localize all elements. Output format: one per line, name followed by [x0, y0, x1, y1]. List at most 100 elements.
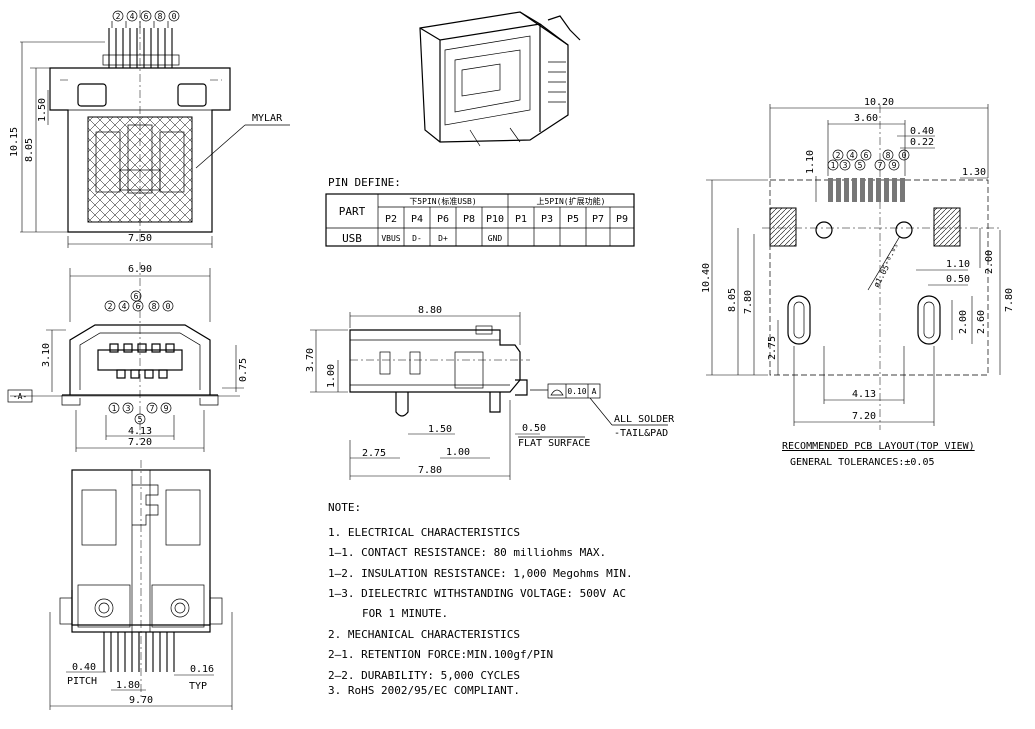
svg-text:2: 2 [108, 302, 113, 311]
side-view: 6 2 4 6 8 0 1 3 5 7 9 6.90 3.10 0.75 4.1… [7, 262, 249, 452]
svg-text:8: 8 [152, 302, 157, 311]
svg-text:8: 8 [158, 12, 163, 21]
side-pin-number-0: 0 [162, 300, 174, 312]
pcb-pin-number-0: 0 [898, 149, 910, 161]
dim-bottom-span: 1.80 [116, 680, 140, 691]
svg-text:2: 2 [836, 151, 841, 160]
pcb-tolerances: GENERAL TOLERANCES:±0.05 [790, 457, 935, 468]
pin-header-p3: P3 [541, 214, 553, 225]
datum-a-label: -A- [13, 392, 27, 401]
side-pin-number-3: 3 [122, 402, 134, 414]
tolerance-datum: A [592, 387, 597, 396]
side-pin-number-5: 5 [134, 413, 146, 425]
pcb-dim-413: 4.13 [852, 389, 876, 400]
pin-header-p8: P8 [463, 214, 475, 225]
part-label: PART [339, 205, 366, 218]
dim-typ: 0.16 [190, 664, 214, 675]
pcb-caption: RECOMMENDED PCB LAYOUT(TOP VIEW) [782, 441, 975, 452]
pcb-dim-780-right: 7.80 [1004, 288, 1015, 312]
pcb-dim-022: 0.22 [910, 137, 934, 148]
svg-text:7: 7 [150, 404, 155, 413]
pcb-dim-110-top: 1.10 [805, 150, 816, 174]
tolerance-value: 0.10 [567, 387, 586, 396]
solder-note-line-1: ALL SOLDER [614, 414, 675, 425]
side-pin-number-8: 8 [148, 300, 160, 312]
note-line-9: 3. RoHS 2002/95/EC COMPLIANT. [328, 684, 520, 697]
dim-pitch: 0.40 [72, 662, 96, 673]
pcb-dim-360: 3.60 [854, 113, 878, 124]
pcb-dim-200-slot: 2.00 [958, 310, 969, 334]
dim-profile-780: 7.80 [418, 465, 442, 476]
dim-profile-height: 3.70 [305, 348, 316, 372]
pin-define-title: PIN DEFINE: [328, 176, 401, 189]
note-line-1: 1. ELECTRICAL CHARACTERISTICS [328, 526, 520, 539]
notes-title: NOTE: [328, 501, 361, 514]
pcb-pad-right [933, 207, 961, 247]
svg-text:9: 9 [892, 161, 897, 170]
side-pin-number-2: 2 [104, 300, 116, 312]
pcb-pin-number-4: 4 [846, 149, 858, 161]
pcb-dim-720: 7.20 [852, 411, 876, 422]
side-pin-number-4: 4 [118, 300, 130, 312]
svg-text:0: 0 [902, 151, 907, 160]
pcb-dim-1040: 10.40 [701, 263, 712, 293]
pcb-signal-pads [828, 178, 905, 202]
note-line-6: 2. MECHANICAL CHARACTERISTICS [328, 628, 520, 641]
svg-text:6: 6 [136, 302, 141, 311]
front-pin-number-2: 2 [112, 10, 124, 22]
dim-side-width-top: 6.90 [128, 264, 152, 275]
svg-text:4: 4 [850, 151, 855, 160]
pitch-label: PITCH [67, 676, 97, 687]
side-pin-number-1: 1 [108, 402, 120, 414]
pcb-pin-number-9: 9 [888, 159, 900, 171]
side-pin-number-6: 6 [130, 290, 142, 302]
pcb-dim-780-left: 7.80 [743, 290, 754, 314]
pcb-dim-200-right: 2.00 [984, 250, 995, 274]
dim-body-height: 8.05 [24, 138, 35, 162]
pcb-dim-805: 8.05 [727, 288, 738, 312]
profile-view: 8.80 3.70 1.00 1.50 2.75 1.00 7.80 0.50 … [305, 305, 675, 480]
pcb-pin-number-6: 6 [860, 149, 872, 161]
dim-profile-150: 1.50 [428, 424, 452, 435]
svg-text:6: 6 [134, 292, 139, 301]
front-view: 2 4 6 8 0 10.15 8.05 1.50 7.50 [9, 10, 290, 248]
front-pin-number-0: 0 [168, 10, 180, 22]
pin-header-p7: P7 [592, 214, 604, 225]
dim-tab: 1.50 [37, 98, 48, 122]
note-line-2: 1–1. CONTACT RESISTANCE: 80 milliohms MA… [328, 546, 606, 559]
svg-text:4: 4 [130, 12, 135, 21]
svg-text:1: 1 [831, 161, 836, 170]
side-pin-number-7: 7 [146, 402, 158, 414]
typ-label: TYP [189, 681, 207, 692]
pcb-pin-number-2: 2 [832, 149, 844, 161]
pin-header-p9: P9 [616, 214, 628, 225]
svg-text:8: 8 [886, 151, 891, 160]
pcb-pad-left [769, 207, 797, 247]
usb-p10-value: GND [488, 234, 503, 243]
svg-text:4: 4 [122, 302, 127, 311]
group-lower-label: 下5PIN(标准USB) [409, 196, 476, 206]
pcb-pin-number-7: 7 [874, 159, 886, 171]
svg-text:2: 2 [116, 12, 121, 21]
front-pin-number-4: 4 [126, 10, 138, 22]
pin-header-p4: P4 [411, 214, 423, 225]
isometric-view [419, 11, 581, 147]
pin-header-p10: P10 [486, 214, 504, 225]
side-pin-number-6b: 6 [132, 300, 144, 312]
svg-text:0: 0 [166, 302, 171, 311]
pin-header-p1: P1 [515, 214, 527, 225]
usb-p4-value: D- [412, 234, 422, 243]
note-line-7: 2–1. RETENTION FORCE:MIN.100gf/PIN [328, 648, 553, 661]
svg-text:3: 3 [126, 404, 131, 413]
pcb-dim-040: 0.40 [910, 126, 934, 137]
svg-text:0: 0 [172, 12, 177, 21]
flat-surface-label: FLAT SURFACE [518, 438, 590, 449]
dim-bottom-width: 9.70 [129, 695, 153, 706]
dim-side-offset: 0.75 [238, 358, 249, 382]
usb-p6-value: D+ [438, 234, 448, 243]
solder-note-line-2: -TAIL&PAD [614, 428, 668, 439]
notes: NOTE: 1. ELECTRICAL CHARACTERISTICS 1–1.… [328, 501, 633, 697]
dim-side-height: 3.10 [41, 343, 52, 367]
svg-text:6: 6 [144, 12, 149, 21]
